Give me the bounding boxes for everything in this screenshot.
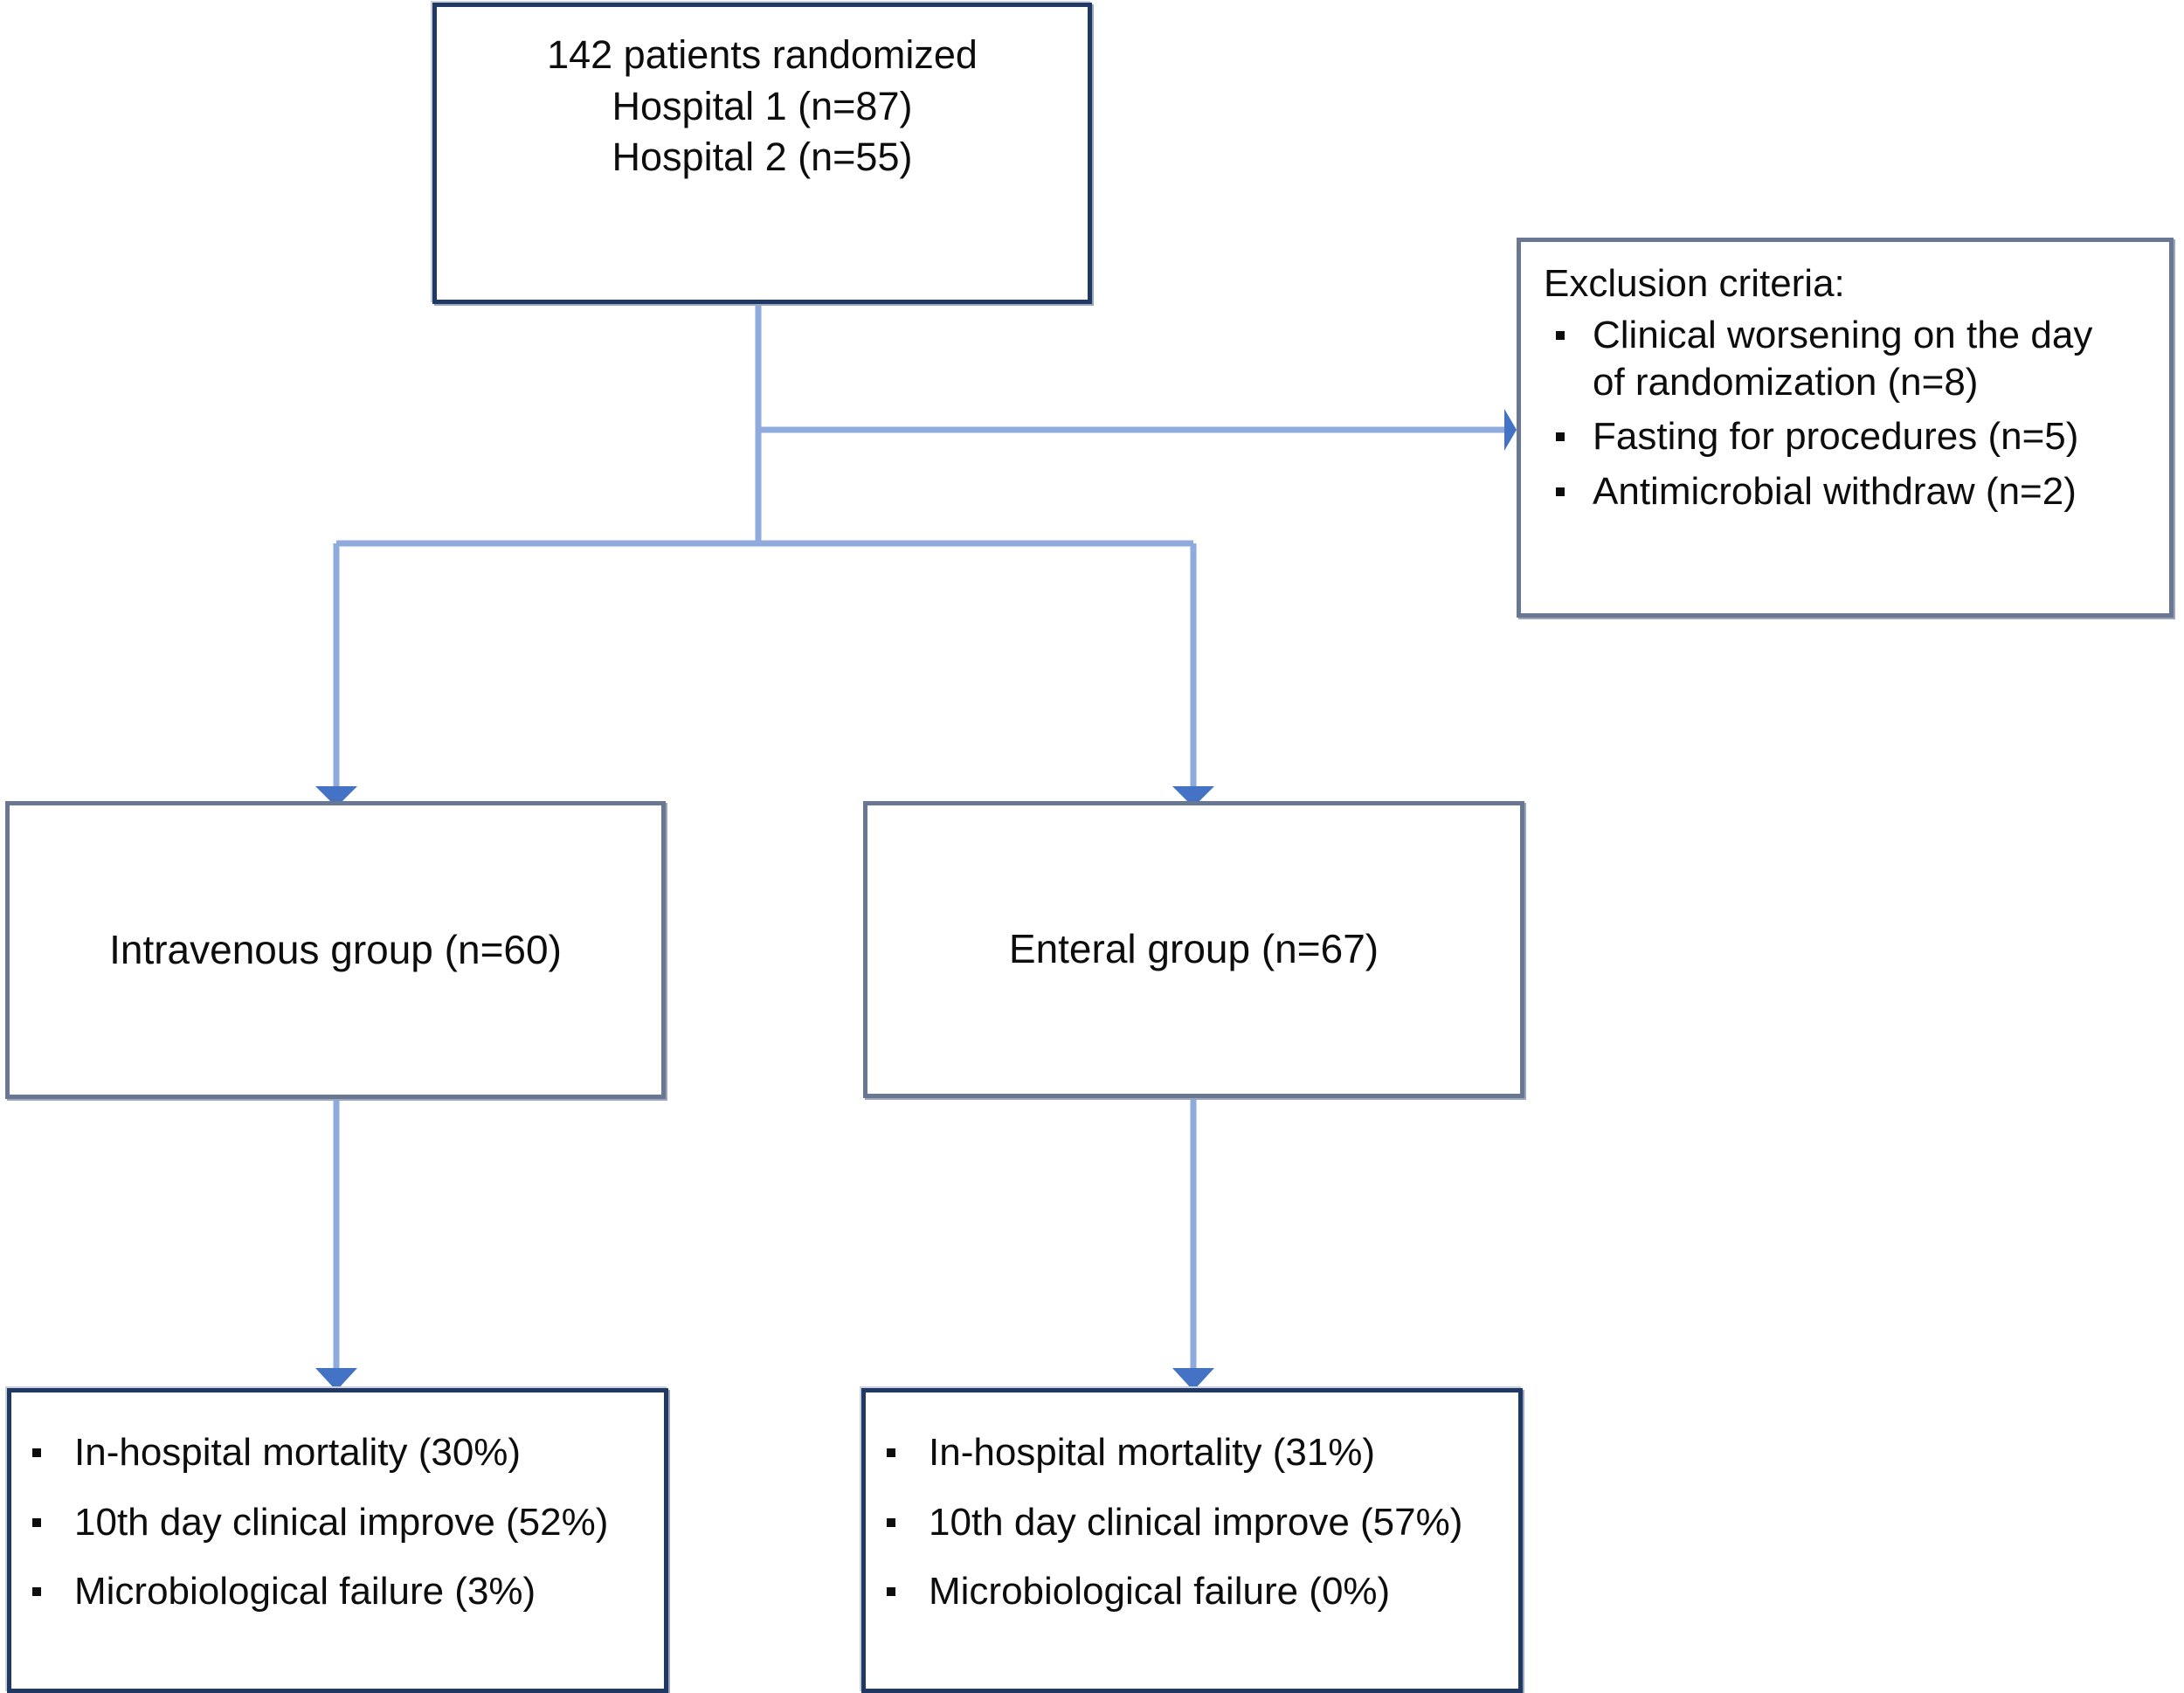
exclusion-heading: Exclusion criteria: (1544, 262, 1845, 305)
intravenous-outcome-2: 10th day clinical improve (52%) (20, 1499, 655, 1546)
randomized-box: 142 patients randomized Hospital 1 (n=87… (432, 3, 1092, 304)
exclusion-list: Clinical worsening on the day of randomi… (1544, 312, 2146, 523)
randomized-line-3: Hospital 2 (n=55) (612, 135, 913, 179)
bullet-dot-icon (32, 1587, 41, 1597)
enteral-outcome-3: Microbiological failure (0%) (874, 1568, 1510, 1615)
exclusion-item-1-line2: of randomization (n=8) (1593, 360, 1979, 404)
intravenous-outcome-1-label: In-hospital mortality (30%) (74, 1431, 522, 1474)
intravenous-outcomes-box: In-hospital mortality (30%) 10th day cli… (7, 1388, 668, 1693)
intravenous-outcome-1: In-hospital mortality (30%) (20, 1429, 655, 1476)
enteral-outcome-3-label: Microbiological failure (0%) (929, 1570, 1391, 1614)
enteral-outcome-2-label: 10th day clinical improve (57%) (929, 1500, 1463, 1544)
bullet-dot-icon (887, 1587, 895, 1597)
exclusion-item-3-line1: Antimicrobial withdraw (n=2) (1593, 469, 2077, 513)
randomized-line-1: 142 patients randomized (547, 32, 978, 77)
bullet-dot-icon (32, 1517, 41, 1527)
bullet-dot-icon (1556, 432, 1565, 442)
enteral-outcome-1-label: In-hospital mortality (31%) (929, 1431, 1376, 1474)
enteral-outcomes-box: In-hospital mortality (31%) 10th day cli… (861, 1388, 1523, 1693)
intravenous-group-label: Intravenous group (n=60) (109, 926, 562, 972)
bullet-dot-icon (1556, 330, 1565, 340)
intravenous-outcome-2-label: 10th day clinical improve (52%) (74, 1500, 609, 1544)
enteral-outcome-2: 10th day clinical improve (57%) (874, 1499, 1510, 1546)
bullet-dot-icon (887, 1517, 895, 1527)
exclusion-item-3: Antimicrobial withdraw (n=2) (1544, 468, 2146, 515)
bullet-dot-icon (1556, 487, 1565, 496)
exclusion-item-1: Clinical worsening on the day of randomi… (1544, 312, 2146, 405)
exclusion-item-2-line1: Fasting for procedures (n=5) (1593, 415, 2079, 459)
exclusion-item-2: Fasting for procedures (n=5) (1544, 413, 2146, 460)
enteral-outcomes-list: In-hospital mortality (31%) 10th day cli… (874, 1429, 1510, 1638)
randomized-line-2: Hospital 1 (n=87) (612, 83, 913, 128)
exclusion-item-1-line1: Clinical worsening on the day (1593, 313, 2093, 356)
bullet-dot-icon (32, 1448, 41, 1457)
enteral-outcome-1: In-hospital mortality (31%) (874, 1429, 1510, 1476)
intravenous-group-box: Intravenous group (n=60) (5, 801, 666, 1099)
intravenous-outcomes-list: In-hospital mortality (30%) 10th day cli… (20, 1429, 655, 1638)
enteral-group-box: Enteral group (n=67) (863, 801, 1524, 1098)
bullet-dot-icon (887, 1448, 895, 1457)
intravenous-outcome-3: Microbiological failure (3%) (20, 1568, 655, 1615)
enteral-group-label: Enteral group (n=67) (1008, 926, 1379, 972)
arrowhead-to-exclusion (1504, 409, 1517, 451)
intravenous-outcome-3-label: Microbiological failure (3%) (74, 1570, 536, 1614)
exclusion-criteria-box: Exclusion criteria: Clinical worsening o… (1517, 238, 2174, 618)
